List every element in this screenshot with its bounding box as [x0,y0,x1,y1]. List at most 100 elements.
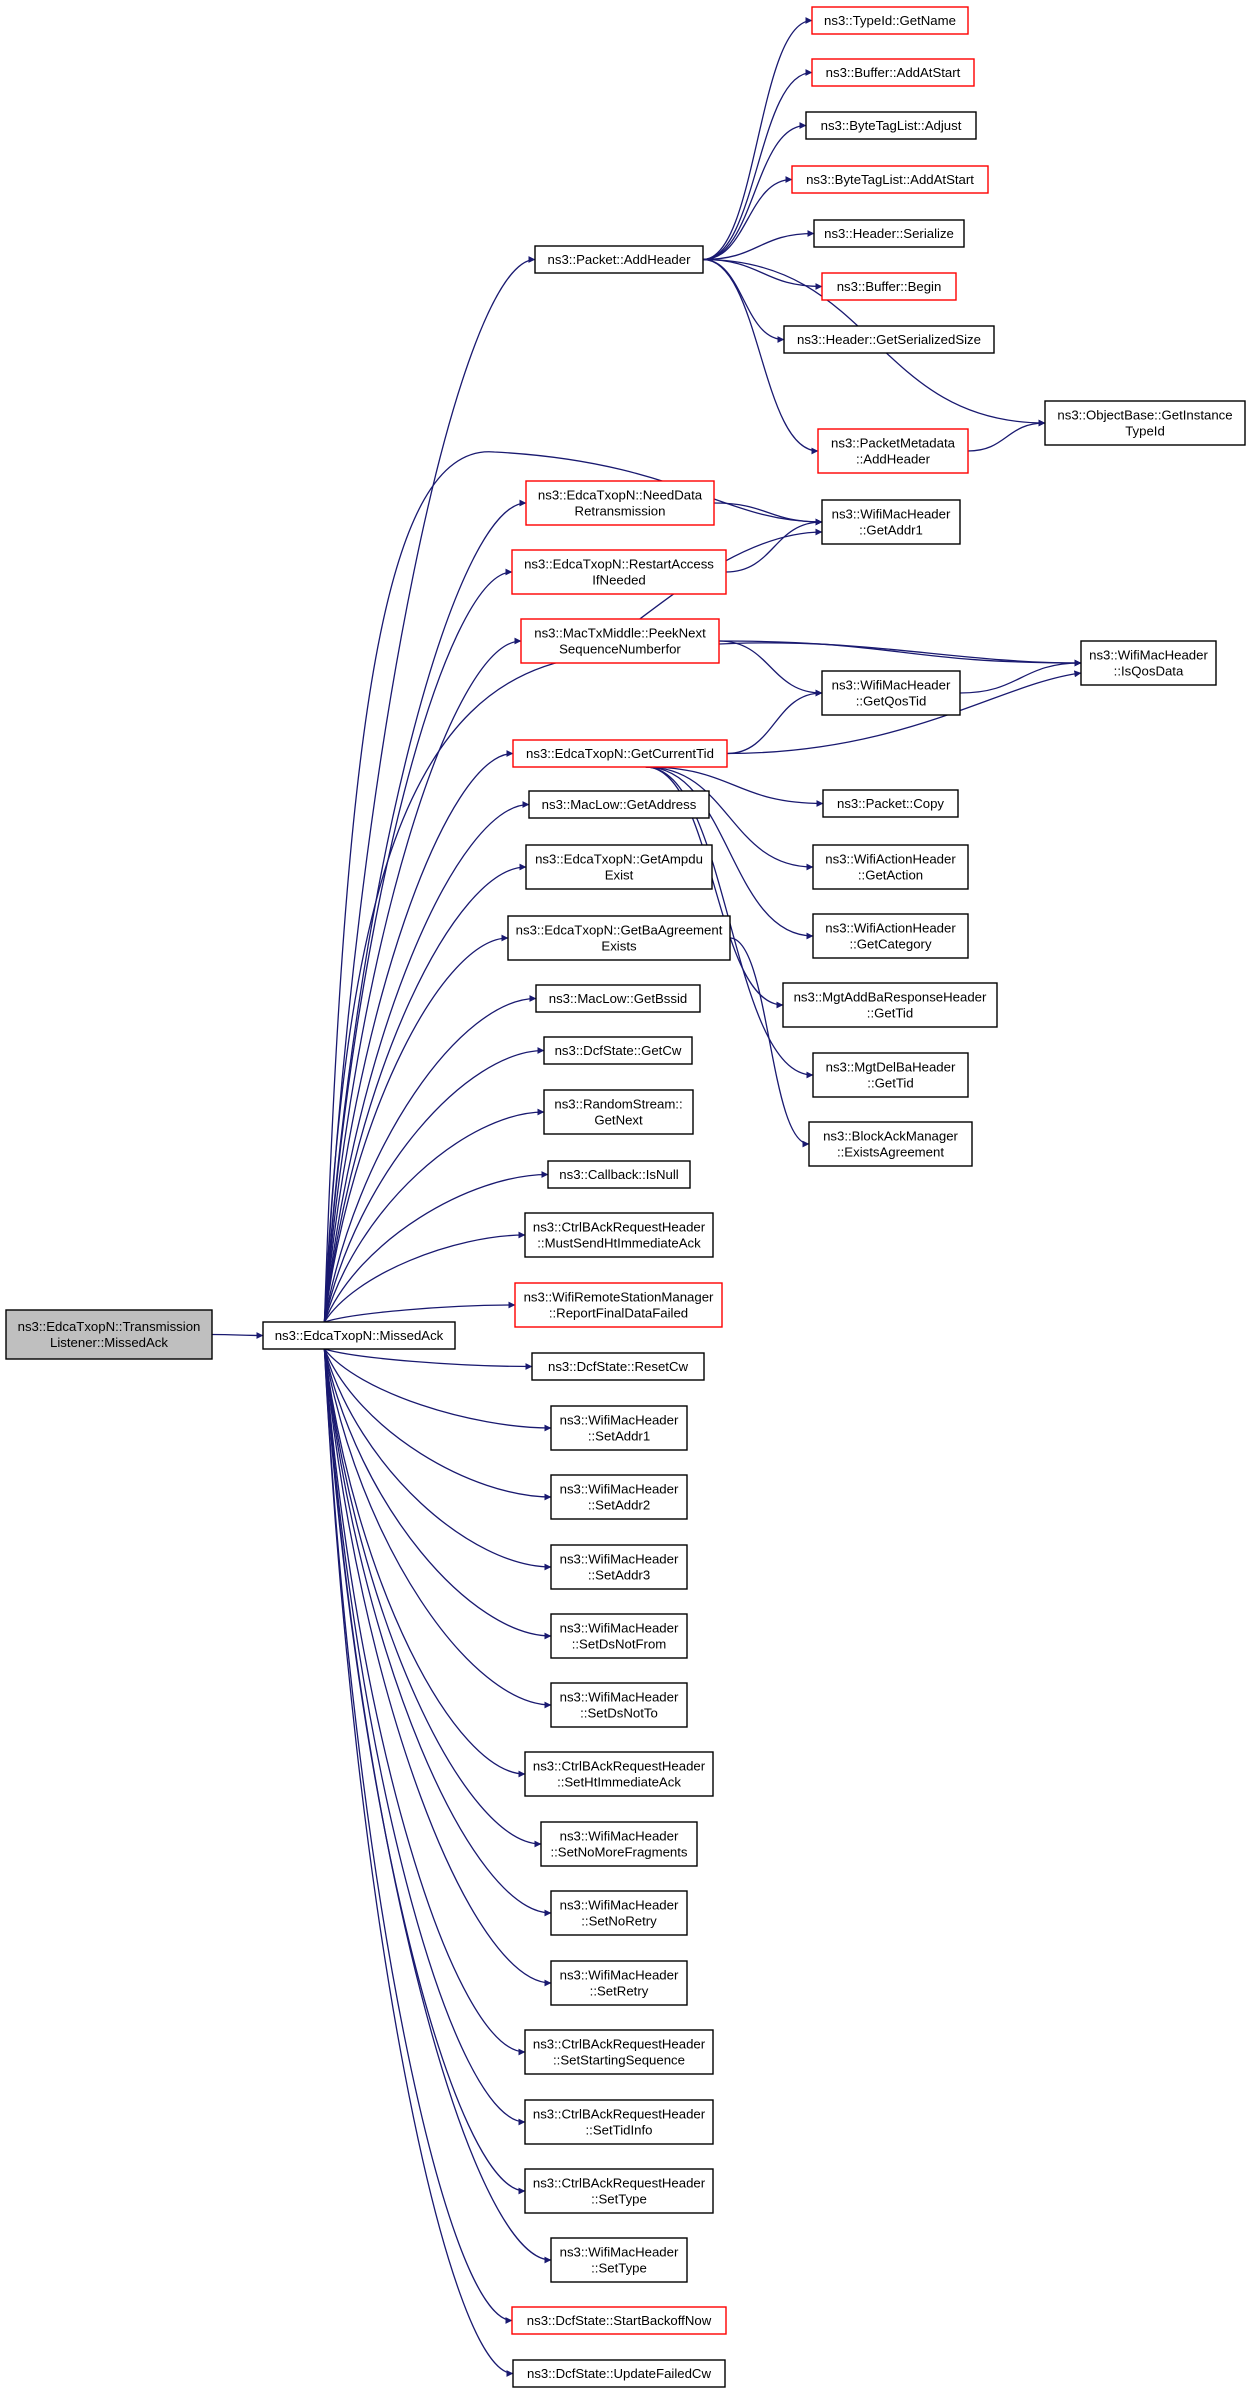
node-delba_gettid[interactable]: ns3::MgtDelBaHeader::GetTid [812,1052,969,1098]
node-label-setnoretry-line-0: ns3::WifiMacHeader [560,1898,679,1913]
node-updatefailedcw[interactable]: ns3::DcfState::UpdateFailedCw [512,2359,726,2388]
node-getcurrenttid[interactable]: ns3::EdcaTxopN::GetCurrentTid [512,739,728,768]
node-label-setdsnotto-line-1: ::SetDsNotTo [580,1706,658,1721]
node-label-isnull-line-0: ns3::Callback::IsNull [559,1167,679,1182]
node-missedack[interactable]: ns3::EdcaTxopN::MissedAck [262,1321,456,1350]
node-header_serialize[interactable]: ns3::Header::Serialize [813,219,965,248]
node-box-setaddr3 [550,1544,688,1590]
node-settidinfo[interactable]: ns3::CtrlBAckRequestHeader::SetTidInfo [524,2099,714,2145]
call-edge-getbaagreement-to-existsagreement [729,937,810,1148]
node-addheader[interactable]: ns3::Packet::AddHeader [534,245,704,274]
node-box-setstartingseq [524,2029,714,2075]
node-buffer_begin[interactable]: ns3::Buffer::Begin [821,272,957,301]
node-getbssid[interactable]: ns3::MacLow::GetBssid [535,984,701,1013]
node-label-getaddress-line-0: ns3::MacLow::GetAddress [542,797,697,812]
node-getaddress[interactable]: ns3::MacLow::GetAddress [528,790,710,819]
call-edge-missedack-to-startbackoff [323,1348,513,2324]
node-label-settidinfo-line-1: ::SetTidInfo [586,2123,653,2138]
node-setretry[interactable]: ns3::WifiMacHeader::SetRetry [550,1960,688,2006]
node-header_getsersize[interactable]: ns3::Header::GetSerializedSize [783,325,995,354]
node-label-getcw-line-0: ns3::DcfState::GetCw [555,1043,682,1058]
call-edge-missedack-to-setaddr3 [323,1348,552,1571]
node-reportfinal[interactable]: ns3::WifiRemoteStationManager::ReportFin… [514,1282,723,1328]
node-packet_copy[interactable]: ns3::Packet::Copy [822,789,959,818]
node-getqostid[interactable]: ns3::WifiMacHeader::GetQosTid [821,670,961,716]
node-box-getbaagreement [507,915,731,961]
node-label-reportfinal-line-0: ns3::WifiRemoteStationManager [524,1290,714,1305]
node-label-needdata-line-1: Retransmission [575,504,666,519]
node-box-updatefailedcw [512,2359,726,2388]
call-edge-getcurrenttid-to-getqostid [726,689,823,755]
node-label-getampdu-line-1: Exist [605,868,634,883]
call-edge-missedack-to-setstartingseq [323,1348,526,2056]
node-box-btl_adjust [805,111,977,140]
node-setnomorefrag[interactable]: ns3::WifiMacHeader::SetNoMoreFragments [540,1821,698,1867]
node-box-setdsnotto [550,1682,688,1728]
call-edge-peeknext-to-getqostid [718,640,823,697]
node-setaddr1[interactable]: ns3::WifiMacHeader::SetAddr1 [550,1405,688,1451]
node-isqosdata[interactable]: ns3::WifiMacHeader::IsQosData [1080,640,1217,686]
call-edge-getqostid-to-isqosdata [959,659,1082,694]
node-mustsend[interactable]: ns3::CtrlBAckRequestHeader::MustSendHtIm… [524,1212,714,1258]
node-resetcw[interactable]: ns3::DcfState::ResetCw [531,1352,705,1381]
node-setaddr3[interactable]: ns3::WifiMacHeader::SetAddr3 [550,1544,688,1590]
node-isnull[interactable]: ns3::Callback::IsNull [547,1160,691,1189]
node-setnoretry[interactable]: ns3::WifiMacHeader::SetNoRetry [550,1890,688,1936]
node-ctrl_settype[interactable]: ns3::CtrlBAckRequestHeader::SetType [524,2168,714,2214]
node-box-getaction [812,844,969,890]
node-box-setnomorefrag [540,1821,698,1867]
node-label-getbssid-line-0: ns3::MacLow::GetBssid [549,991,688,1006]
node-setdsnotto[interactable]: ns3::WifiMacHeader::SetDsNotTo [550,1682,688,1728]
call-edges [211,17,1082,2377]
call-edge-addheader-to-typeid_getname [702,17,813,261]
node-label-restartaccess-line-0: ns3::EdcaTxopN::RestartAccess [524,557,714,572]
node-box-missedack [262,1321,456,1350]
node-root[interactable]: ns3::EdcaTxopN::TransmissionListener::Mi… [5,1309,213,1360]
node-label-mustsend-line-0: ns3::CtrlBAckRequestHeader [533,1220,706,1235]
call-edge-missedack-to-peeknext [323,637,522,1323]
node-setdsnotfrom[interactable]: ns3::WifiMacHeader::SetDsNotFrom [550,1613,688,1659]
node-existsagreement[interactable]: ns3::BlockAckManager::ExistsAgreement [808,1121,973,1167]
call-edge-missedack-to-setaddr2 [323,1348,552,1501]
node-getcategory[interactable]: ns3::WifiActionHeader::GetCategory [812,913,969,959]
node-label-setnomorefrag-line-1: ::SetNoMoreFragments [550,1845,687,1860]
node-label-header_serialize-line-0: ns3::Header::Serialize [824,226,954,241]
node-label-buffer_addatstart-line-0: ns3::Buffer::AddAtStart [826,65,961,80]
node-label-getbaagreement-line-0: ns3::EdcaTxopN::GetBaAgreement [516,923,723,938]
node-setstartingseq[interactable]: ns3::CtrlBAckRequestHeader::SetStartingS… [524,2029,714,2075]
node-getnext[interactable]: ns3::RandomStream::GetNext [543,1089,694,1135]
call-edge-missedack-to-setdsnotfrom [323,1348,552,1640]
node-btl_addatstart[interactable]: ns3::ByteTagList::AddAtStart [791,165,989,194]
node-pktmeta_addheader[interactable]: ns3::PacketMetadata::AddHeader [817,428,969,474]
node-btl_adjust[interactable]: ns3::ByteTagList::Adjust [805,111,977,140]
node-buffer_addatstart[interactable]: ns3::Buffer::AddAtStart [811,58,975,87]
node-label-isqosdata-line-0: ns3::WifiMacHeader [1089,648,1208,663]
call-edge-missedack-to-getaddress [323,801,530,1323]
node-startbackoff[interactable]: ns3::DcfState::StartBackoffNow [511,2306,727,2335]
node-getaddr1[interactable]: ns3::WifiMacHeader::GetAddr1 [821,499,961,545]
node-label-setstartingseq-line-0: ns3::CtrlBAckRequestHeader [533,2037,706,2052]
node-sethtimmediate[interactable]: ns3::CtrlBAckRequestHeader::SetHtImmedia… [524,1751,714,1797]
node-label-getaction-line-1: ::GetAction [858,868,923,883]
node-mac_settype[interactable]: ns3::WifiMacHeader::SetType [550,2237,688,2283]
node-peeknext[interactable]: ns3::MacTxMiddle::PeekNextSequenceNumber… [520,618,720,664]
node-box-getnext [543,1089,694,1135]
node-label-getqostid-line-1: ::GetQosTid [856,694,927,709]
node-setaddr2[interactable]: ns3::WifiMacHeader::SetAddr2 [550,1474,688,1520]
call-edge-missedack-to-getcurrenttid [323,750,514,1323]
node-typeid_getname[interactable]: ns3::TypeId::GetName [811,6,969,35]
node-getaction[interactable]: ns3::WifiActionHeader::GetAction [812,844,969,890]
call-edge-missedack-to-getampdu [323,863,527,1323]
node-box-buffer_addatstart [811,58,975,87]
node-getcw[interactable]: ns3::DcfState::GetCw [543,1036,693,1065]
node-label-header_getsersize-line-0: ns3::Header::GetSerializedSize [797,332,981,347]
node-addbaresp_gettid[interactable]: ns3::MgtAddBaResponseHeader::GetTid [782,982,998,1028]
node-box-setdsnotfrom [550,1613,688,1659]
call-edge-missedack-to-getcw [323,1047,545,1323]
node-label-getcategory-line-1: ::GetCategory [849,937,931,952]
